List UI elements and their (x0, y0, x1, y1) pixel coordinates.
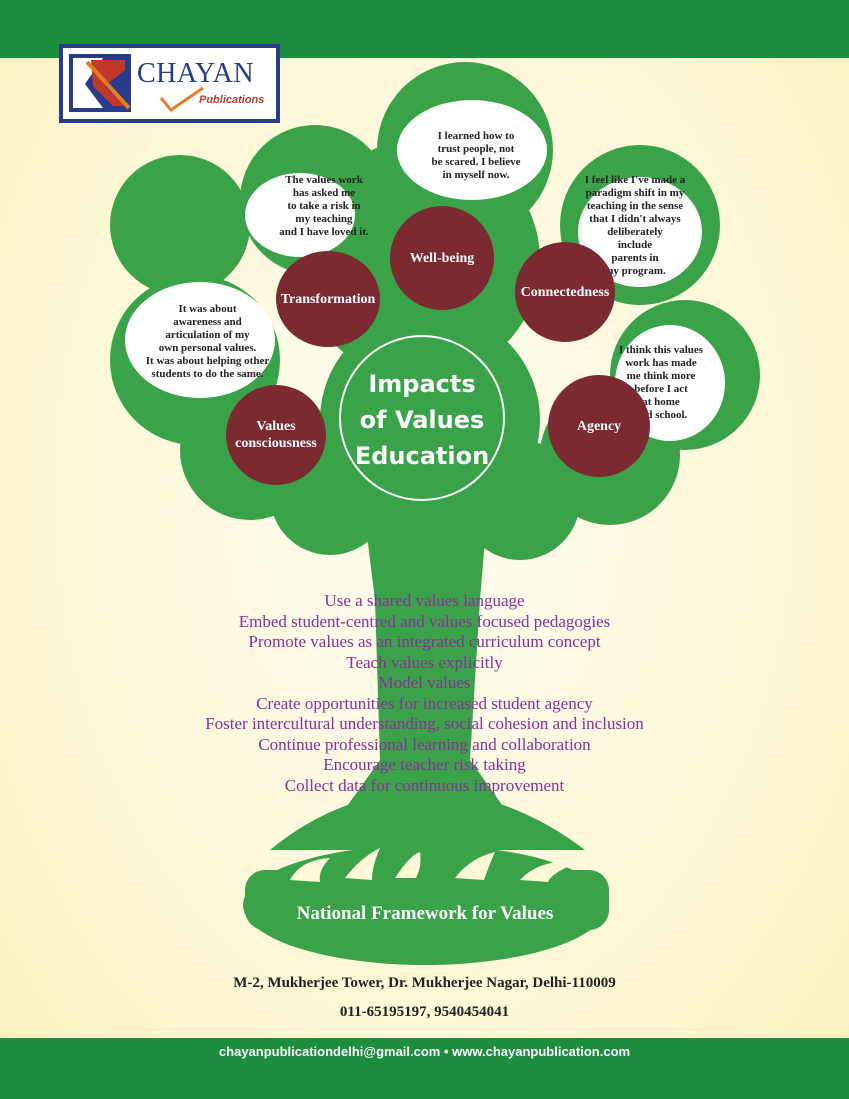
quote-bubble (578, 177, 702, 287)
impact-agency: Agency (548, 375, 650, 477)
action-item: Teach values explicitly (346, 652, 503, 672)
root-base (245, 870, 609, 930)
quote-bubble (245, 173, 355, 257)
chayan-logo-icon (69, 54, 204, 113)
quote-connectedness: I feel like I've made a paradigm shift i… (584, 174, 686, 277)
chayan-logo: CHAYAN Publications (59, 44, 280, 123)
action-item: Foster intercultural understanding, soci… (205, 714, 644, 733)
impact-values-consciousness: Values consciousness (226, 385, 326, 485)
action-item: Use a shared values language (324, 591, 525, 610)
logo-sub: Publications (199, 94, 265, 106)
action-item: Create opportunities for increased stude… (256, 693, 593, 713)
root-hollow (395, 852, 421, 878)
root-hollow (520, 861, 580, 882)
bottom-banner (0, 1038, 849, 1099)
phone-numbers: 011-65195197, 9540454041 (339, 1004, 510, 1020)
impact-well-being: Well-being (390, 206, 494, 310)
impact-connectedness: Connectedness (515, 242, 615, 342)
quote-well-being: I learned how to trust people, not be sc… (431, 130, 521, 181)
contact-info: chayanpublicationdelhi@gmail.com • www.c… (218, 1044, 631, 1059)
logo-brand: CHAYAN (137, 58, 255, 89)
action-item: Embed student-centred and values focused… (238, 611, 611, 631)
action-item: Encourage teacher risk taking (323, 755, 526, 774)
quote-transformation: The values work has asked me to take a r… (279, 174, 369, 238)
quote-agency: I think this values work has made me thi… (618, 344, 704, 421)
tree-trunk (330, 480, 520, 830)
action-item: Promote values as an integrated curricul… (248, 632, 601, 651)
center-title: Impacts of Values Education (354, 370, 490, 470)
actions-list: Use a shared values language Embed stude… (0, 591, 849, 796)
root-hollow (290, 858, 330, 882)
action-item: Collect data for continuous improvement (284, 775, 565, 795)
address: M-2, Mukherjee Tower, Dr. Mukherjee Naga… (233, 975, 616, 991)
quote-values-consciousness: It was about awareness and articulation … (145, 303, 270, 380)
root-base (270, 790, 585, 850)
framework-label: National Framework for Values (296, 903, 554, 924)
quote-bubble (125, 282, 275, 398)
impact-transformation: Transformation (276, 251, 380, 347)
action-item: Continue professional learning and colla… (258, 734, 591, 754)
root-hollow (455, 852, 495, 880)
canopy-blob (110, 155, 250, 295)
action-item: Model values (378, 673, 471, 692)
center-circle (339, 335, 505, 501)
root-hollow (345, 848, 380, 880)
quote-bubble (397, 100, 547, 200)
